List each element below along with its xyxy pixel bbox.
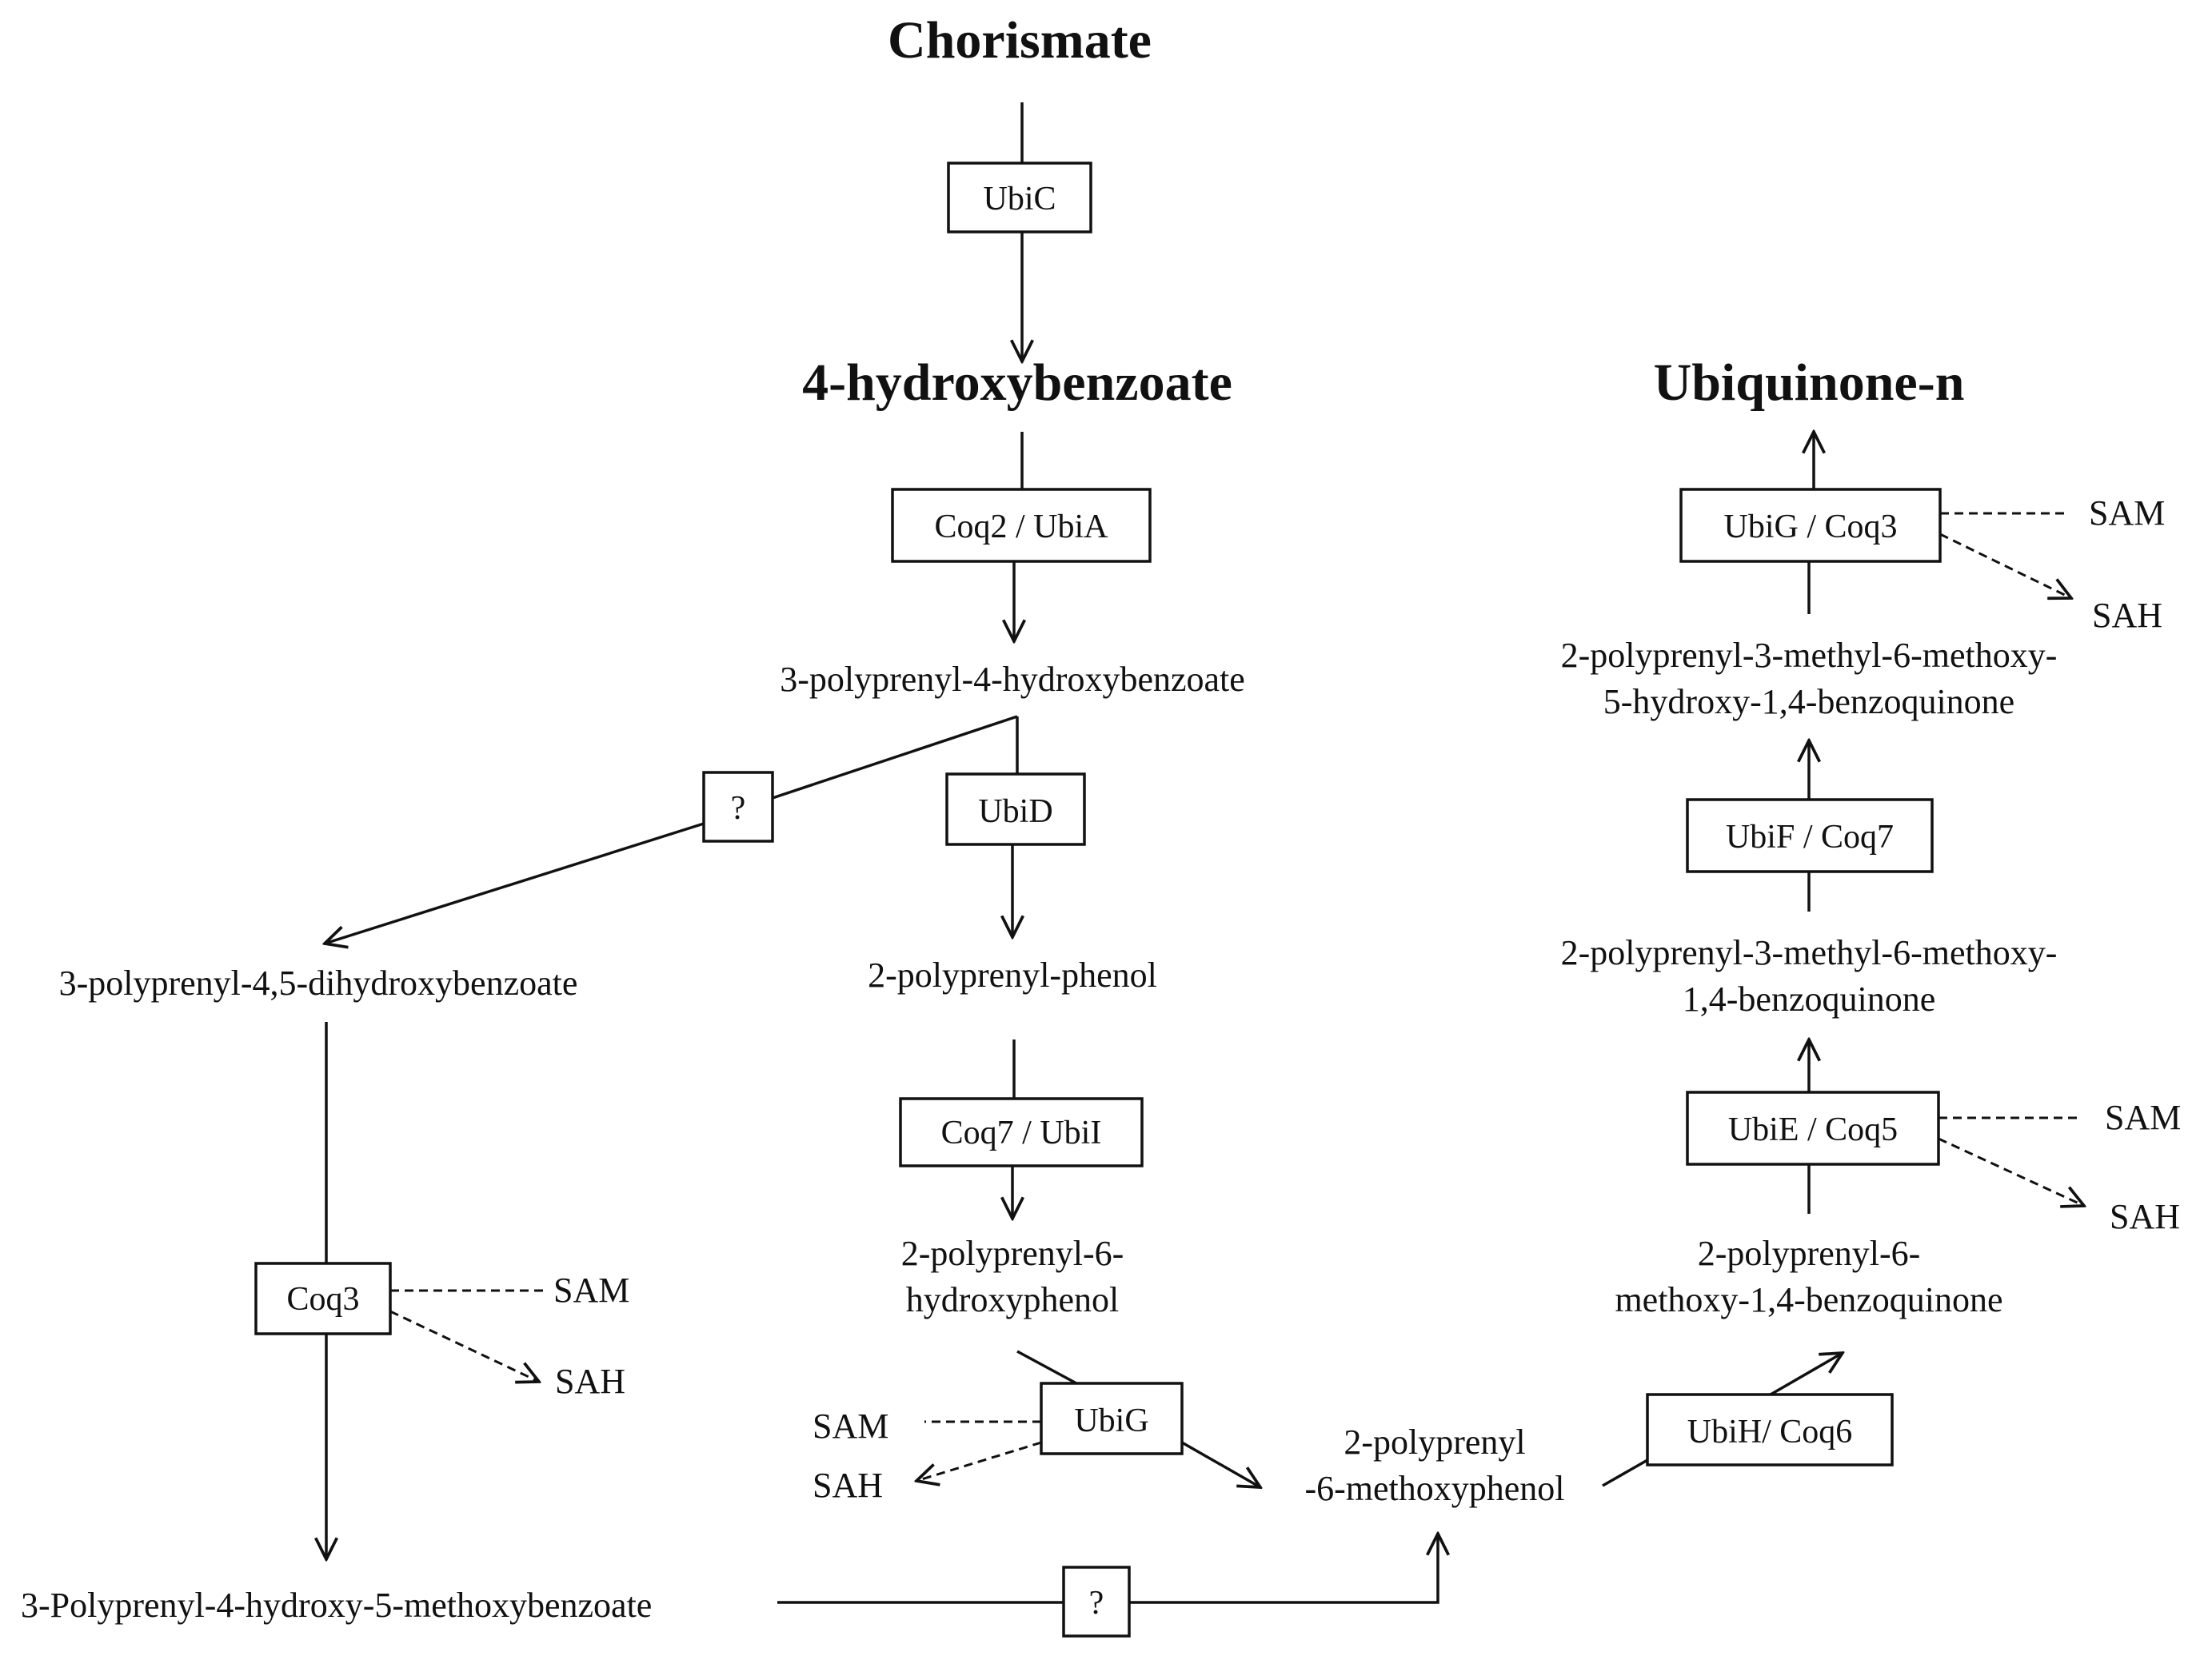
- enzyme-label-coq2-ubia: Coq2 / UbiA: [934, 509, 1108, 545]
- cofactor-ubig-sam: SAM: [813, 1407, 888, 1446]
- enzyme-box-ubie-coq5: [1686, 1091, 1940, 1166]
- enzyme-box-ubic: [947, 162, 1092, 233]
- compound-methoxy-benzoquinone-line1: 2-polyprenyl-6-: [1698, 1234, 1921, 1273]
- enzyme-label-unknown-left: ?: [731, 790, 746, 827]
- enzyme-label-coq7-ubii: Coq7 / UbiI: [941, 1115, 1102, 1151]
- connector-hydroxyphenol-ubig: [1016, 1350, 1077, 1385]
- arrow-unknown-to-dihydroxybenzoate: [325, 822, 705, 944]
- enzyme-box-unknown-left: [702, 771, 774, 843]
- dashed-arrow-ubig-sah: [916, 1441, 1042, 1481]
- enzyme-box-ubig: [1040, 1382, 1184, 1455]
- enzyme-box-coq7-ubii: [899, 1097, 1144, 1167]
- cofactor-ubie-sah: SAH: [2110, 1197, 2180, 1236]
- dashed-arrow-ubigcoq3-sah: [1939, 533, 2071, 598]
- compound-3-polyprenyl-4-hydroxy-5-methoxybenzoate: 3-Polyprenyl-4-hydroxy-5-methoxybenzoate: [21, 1586, 652, 1625]
- compound-3-polyprenyl-4-5-dihydroxybenzoate: 3-polyprenyl-4,5-dihydroxybenzoate: [59, 964, 578, 1003]
- cofactor-coq3-sah: SAH: [555, 1362, 625, 1401]
- compound-hydroxy-benzoquinone-line1: 2-polyprenyl-3-methyl-6-methoxy-: [1561, 636, 2058, 675]
- cofactor-coq3-sam: SAM: [553, 1271, 629, 1310]
- arrow-ubih-to-methoxy-benzoquinone: [1770, 1353, 1843, 1396]
- connector-methoxyphenol-ubih: [1602, 1458, 1648, 1487]
- dashed-arrow-ubie-sah: [1938, 1137, 2084, 1206]
- compound-methyl-benzoquinone-line2: 1,4-benzoquinone: [1683, 980, 1935, 1019]
- cofactor-ubigcoq3-sam: SAM: [2089, 493, 2165, 533]
- enzyme-label-ubid: UbiD: [978, 793, 1052, 830]
- cofactor-ubie-sam: SAM: [2105, 1098, 2181, 1137]
- enzyme-label-ubig-coq3: UbiG / Coq3: [1723, 509, 1897, 545]
- compound-hydroxy-benzoquinone-line2: 5-hydroxy-1,4-benzoquinone: [1603, 682, 2014, 721]
- compound-hydroxyphenol-line1: 2-polyprenyl-6-: [901, 1234, 1124, 1273]
- enzyme-box-coq3: [254, 1262, 392, 1335]
- compound-hydroxyphenol-line2: hydroxyphenol: [906, 1280, 1119, 1319]
- enzyme-label-ubih-coq6: UbiH/ Coq6: [1687, 1414, 1853, 1450]
- enzyme-label-ubie-coq5: UbiE / Coq5: [1728, 1111, 1898, 1148]
- enzyme-label-ubig: UbiG: [1074, 1403, 1148, 1439]
- connector-branch-unknown-a: [772, 715, 1018, 800]
- compound-methoxyphenol-line2: -6-methoxyphenol: [1304, 1469, 1564, 1508]
- cofactor-ubigcoq3-sah: SAH: [2092, 596, 2162, 635]
- dashed-arrow-coq3-sah: [389, 1310, 539, 1382]
- enzyme-label-unknown-bottom: ?: [1089, 1585, 1104, 1622]
- cofactor-ubig-sah: SAH: [813, 1466, 883, 1505]
- arrow-ubig-to-methoxyphenol: [1181, 1441, 1260, 1487]
- enzyme-label-ubif-coq7: UbiF / Coq7: [1726, 819, 1894, 856]
- enzyme-box-coq2-ubia: [891, 488, 1152, 563]
- enzyme-box-ubih-coq6: [1646, 1393, 1894, 1466]
- enzyme-box-ubif-coq7: [1686, 798, 1934, 873]
- compound-methoxy-benzoquinone-line2: methoxy-1,4-benzoquinone: [1615, 1280, 2002, 1319]
- compound-3-polyprenyl-4-hydroxybenzoate: 3-polyprenyl-4-hydroxybenzoate: [780, 660, 1245, 699]
- enzyme-box-ubid: [945, 772, 1086, 846]
- title-ubiquinone-n: Ubiquinone-n: [1654, 353, 1965, 412]
- compound-methoxyphenol-line1: 2-polyprenyl: [1344, 1423, 1525, 1462]
- compound-methyl-benzoquinone-line1: 2-polyprenyl-3-methyl-6-methoxy-: [1561, 933, 2058, 972]
- compound-2-polyprenyl-phenol: 2-polyprenyl-phenol: [868, 956, 1157, 995]
- arrow-unknown-to-methoxyphenol: [1129, 1534, 1438, 1604]
- title-4-hydroxybenzoate: 4-hydroxybenzoate: [802, 353, 1232, 412]
- enzyme-label-ubic: UbiC: [983, 181, 1056, 217]
- title-chorismate: Chorismate: [888, 11, 1152, 70]
- enzyme-box-ubig-coq3: [1679, 488, 1942, 563]
- enzyme-label-coq3: Coq3: [286, 1281, 359, 1318]
